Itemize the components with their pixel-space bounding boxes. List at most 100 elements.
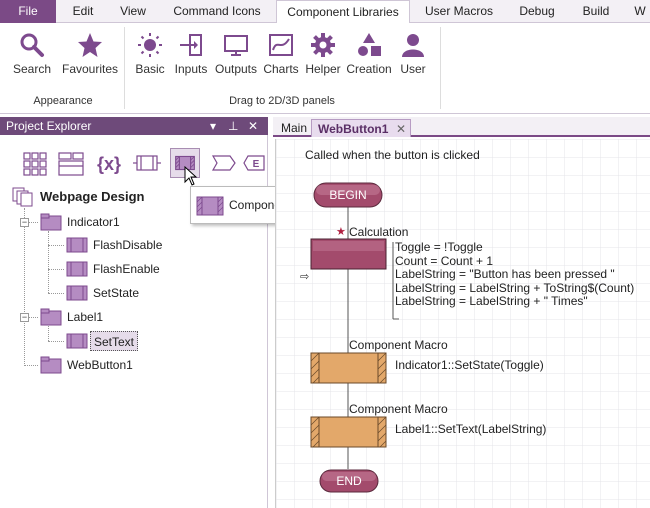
search-label: Search <box>12 62 52 76</box>
pin-icon[interactable]: ⊥ <box>228 119 239 133</box>
component-folder-icon <box>40 308 62 326</box>
events-icon[interactable] <box>208 148 238 178</box>
tab-webbutton1-label: WebButton1 <box>318 122 389 136</box>
user-icon <box>402 34 424 57</box>
search-button[interactable]: Search <box>8 29 56 91</box>
begin-label: BEGIN <box>329 188 367 202</box>
more-tools-icon[interactable]: E <box>242 148 266 178</box>
user-label: User <box>400 62 426 76</box>
flowchart-canvas[interactable]: Called when the button is clicked ★ ⇨ <box>275 139 650 508</box>
tree-guide <box>48 326 49 341</box>
tree-node-flashenable[interactable]: FlashEnable <box>93 262 160 276</box>
calc-line: Count = Count + 1 <box>395 253 494 268</box>
macro-description: Called when the button is clicked <box>305 148 480 162</box>
tree-node-flashdisable[interactable]: FlashDisable <box>93 238 163 252</box>
macro-icon <box>66 285 88 301</box>
calculation-label: Calculation <box>349 225 409 239</box>
menu-edit[interactable]: Edit <box>72 4 94 18</box>
tree-node-webbutton1[interactable]: WebButton1 <box>67 358 133 372</box>
macro-icon <box>66 333 88 349</box>
menu-component-libraries[interactable]: Component Libraries <box>276 0 410 24</box>
search-icon <box>20 33 44 57</box>
grid-view-icon[interactable] <box>20 148 50 178</box>
component-macro-1-label: Component Macro <box>349 338 448 352</box>
breakpoint-star-icon: ★ <box>336 225 346 238</box>
tree-guide <box>48 293 64 294</box>
group-label-appearance: Appearance <box>33 95 93 107</box>
component-folder-icon <box>40 356 62 374</box>
tree-node-setstate[interactable]: SetState <box>93 286 140 300</box>
component-macro-block-2 <box>310 416 387 448</box>
tree-node-label1[interactable]: Label1 <box>67 310 104 324</box>
close-icon[interactable]: ✕ <box>248 119 259 133</box>
menu-file[interactable]: File <box>0 0 56 23</box>
variables-icon[interactable]: {x} <box>94 148 124 178</box>
group-label-drag: Drag to 2D/3D panels <box>229 95 335 107</box>
menu-bar: File Edit View Command Icons Component L… <box>0 0 650 24</box>
calc-line: LabelString = "Button has been pressed " <box>395 267 615 282</box>
component-macro-icon <box>196 196 224 216</box>
component-macro-icon <box>175 155 195 171</box>
outputs-button[interactable]: Outputs <box>213 29 259 91</box>
dropdown-icon[interactable]: ▾ <box>210 119 217 133</box>
tree-node-settext[interactable]: SetText <box>90 331 139 351</box>
close-tab-icon[interactable]: ✕ <box>396 122 407 136</box>
current-line-arrow-icon: ⇨ <box>300 270 309 283</box>
collapse-toggle[interactable]: − <box>20 217 29 227</box>
macro-icon <box>66 261 88 277</box>
menu-user-macros[interactable]: User Macros <box>424 4 493 18</box>
menu-command-icons[interactable]: Command Icons <box>173 4 261 18</box>
inputs-button[interactable]: Inputs <box>172 29 210 91</box>
monitor-icon <box>224 35 248 56</box>
tab-main[interactable]: Main <box>281 121 308 135</box>
inputs-label: Inputs <box>174 62 208 76</box>
menu-more[interactable]: W <box>634 4 646 18</box>
tree-guide <box>24 208 25 366</box>
menu-view[interactable]: View <box>120 4 146 18</box>
input-arrow-icon <box>180 34 202 56</box>
basic-label: Basic <box>135 62 165 76</box>
outputs-label: Outputs <box>214 62 258 76</box>
macro-icon <box>66 237 88 253</box>
svg-text:{x}: {x} <box>97 154 121 174</box>
collapse-toggle[interactable]: − <box>20 312 29 322</box>
user-button[interactable]: User <box>396 29 430 91</box>
component-macro-1-text: Indicator1::SetState(Toggle) <box>395 358 544 372</box>
tab-webbutton1[interactable]: WebButton1 ✕ <box>311 119 411 137</box>
group-separator <box>440 27 441 109</box>
tree-node-indicator1[interactable]: Indicator1 <box>67 215 120 229</box>
tree-guide <box>48 269 64 270</box>
macro-view-icon[interactable] <box>132 148 162 178</box>
document-tabs: Main WebButton1 ✕ <box>273 117 650 137</box>
ribbon: Search Favourites Basic Inputs <box>0 23 650 114</box>
component-folder-icon <box>40 213 62 231</box>
menu-debug[interactable]: Debug <box>519 4 555 18</box>
pages-icon <box>12 187 33 207</box>
creation-button[interactable]: Creation <box>345 29 393 91</box>
group-separator <box>124 27 125 109</box>
chart-icon <box>269 34 293 56</box>
charts-button[interactable]: Charts <box>262 29 300 91</box>
calc-line: LabelString = LabelString + " Times" <box>395 294 588 309</box>
flowchart-diagram: ★ ⇨ <box>300 182 399 493</box>
charts-label: Charts <box>263 62 299 76</box>
component-macro-2-label: Component Macro <box>349 402 448 416</box>
helper-label: Helper <box>305 62 341 76</box>
basic-button[interactable]: Basic <box>132 29 168 91</box>
component-macro-block-1 <box>310 352 387 384</box>
helper-button[interactable]: Helper <box>303 29 343 91</box>
project-explorer-title-bar: Project Explorer ▾ ⊥ ✕ <box>0 117 268 135</box>
star-icon <box>78 33 102 57</box>
tree-guide <box>48 245 64 246</box>
tree-guide <box>24 317 38 318</box>
menu-build[interactable]: Build <box>582 4 610 18</box>
panels-view-icon[interactable] <box>56 148 86 178</box>
calculation-code: Toggle = !Toggle Count = Count + 1 Label… <box>395 240 634 309</box>
favourites-button[interactable]: Favourites <box>60 29 120 91</box>
tree-root-label[interactable]: Webpage Design <box>40 189 145 204</box>
project-explorer-title: Project Explorer <box>6 119 92 133</box>
component-macro-2-text: Label1::SetText(LabelString) <box>395 422 547 436</box>
calc-line: Toggle = !Toggle <box>395 240 483 254</box>
creation-label: Creation <box>346 62 392 76</box>
tree-guide <box>24 365 38 366</box>
